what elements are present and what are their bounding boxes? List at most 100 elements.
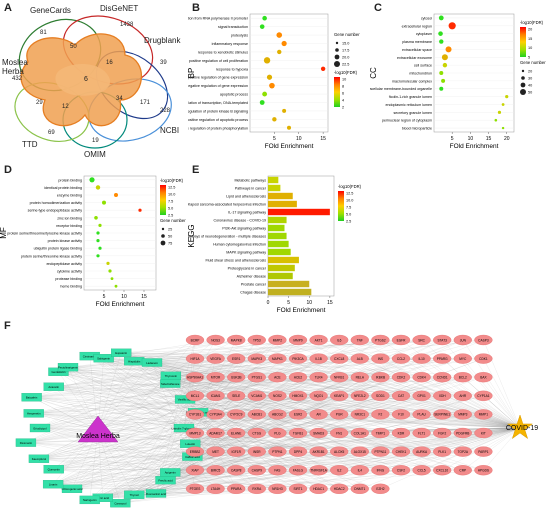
kegg-bar <box>268 185 280 191</box>
target-label: MAPK8 <box>231 338 242 342</box>
x-axis-label: FOld Enrichment <box>450 143 499 150</box>
term-label: MAPK signaling pathway <box>226 251 266 255</box>
legend-color-title: -log10(FDR) <box>338 184 362 189</box>
term-label: response to hypoxia <box>216 67 248 71</box>
term-label: inflammatory response <box>212 42 248 46</box>
enrichment-dot <box>89 177 94 182</box>
panel-label-b: B <box>192 2 200 14</box>
term-label: positive regulation of cell proliferatio… <box>189 59 248 63</box>
venn-label-genecards: GeneCards <box>30 6 71 15</box>
legend-colorbar <box>334 77 340 107</box>
target-label: PTPN1 <box>272 450 283 454</box>
term-label: mitochondrion <box>409 72 432 76</box>
compound-label: Carvacrol <box>114 501 126 505</box>
panel-label-e: E <box>192 164 199 176</box>
target-label: NQO1 <box>314 394 323 398</box>
target-label: CXCL10 <box>436 469 448 473</box>
target-label: ESR1 <box>232 357 241 361</box>
x-tick-label: 5 <box>287 300 290 306</box>
term-label: blood microparticle <box>402 127 432 131</box>
target-label: BCRP <box>191 338 200 342</box>
enrichment-dot <box>439 87 443 91</box>
target-label: SOD1 <box>376 394 385 398</box>
enrichment-dot <box>96 231 99 234</box>
legend-color-tick: 10.0 <box>168 193 175 197</box>
target-label: ALOX15 <box>354 450 366 454</box>
target-label: HSP90AA1 <box>187 376 203 380</box>
x-tick-label: 10 <box>306 300 312 306</box>
legend-color-tick: 2.5 <box>168 214 173 218</box>
target-label: MMP1 <box>479 413 488 417</box>
legend-color-tick: 10.0 <box>346 199 353 203</box>
enrichment-dot <box>111 277 114 280</box>
compound-label: Eriodictyol <box>34 426 47 430</box>
enrichment-dot <box>267 75 272 80</box>
target-label: MYC <box>459 357 467 361</box>
target-label: IL4 <box>358 469 363 473</box>
panel-b: B BPpositive regulation of transcription… <box>188 0 370 162</box>
target-label: MAPK3 <box>251 357 262 361</box>
venn-label-ttd: TTD <box>22 140 38 149</box>
term-label: serine-type endopeptidase activity <box>28 209 83 213</box>
term-label: positive regulation of transcription fro… <box>188 17 249 21</box>
bp-dot-plot: BPpositive regulation of transcription f… <box>188 0 370 162</box>
compound-label: Salvigenin <box>97 356 110 360</box>
legend-size-label: 75 <box>168 242 172 246</box>
legend-colorbar <box>520 27 526 57</box>
target-label: MAPK1 <box>272 357 283 361</box>
enrichment-dot <box>108 269 111 272</box>
legend-color-tick: 12.5 <box>168 186 175 190</box>
legend-size-dot <box>336 42 338 44</box>
enrichment-dot <box>505 95 508 98</box>
kegg-bar <box>268 225 285 231</box>
legend-color-tick: 5 <box>528 56 530 60</box>
legend-color-tick: 10 <box>342 78 346 82</box>
compound-label: Ferulic acid <box>158 478 173 482</box>
legend-color-tick: 2.5 <box>346 220 351 224</box>
panel-a: A GeneCards DisGeNET Drugblank NCBI OMIM… <box>0 0 190 165</box>
term-label: enzyme binding <box>57 194 82 198</box>
venn-label-moslea-herba: Moslea Herba <box>2 58 34 76</box>
target-label: ESR2 <box>294 413 303 417</box>
compound-label: Diosmetin <box>20 441 33 445</box>
term-label: Coronavirus disease - COVID-19 <box>213 219 266 223</box>
legend-colorbar <box>160 185 166 215</box>
term-label: receptor binding <box>56 224 82 228</box>
target-label: AKR1B1 <box>312 450 324 454</box>
legend-size-title: Gene number <box>334 32 360 37</box>
target-label: CSF2 <box>397 469 405 473</box>
term-label: heme binding <box>60 285 82 289</box>
term-label: response to xenobiotic stimulus <box>198 50 248 54</box>
compound-label: Luteolin <box>185 442 195 446</box>
target-label: COL1A1 <box>354 431 366 435</box>
term-label: apoptotic process <box>220 93 248 97</box>
x-tick-label: 15 <box>141 294 147 300</box>
venn-num-2: 1438 <box>120 22 133 28</box>
x-tick-label: 10 <box>121 294 127 300</box>
target-label: HIF1A <box>190 357 200 361</box>
enrichment-dot <box>264 57 270 63</box>
compound-label: Thymol <box>130 493 140 497</box>
legend-size-label: 20 <box>528 70 532 74</box>
term-label: Chagas disease <box>240 291 266 295</box>
target-label: HMOX1 <box>292 394 304 398</box>
enrichment-dot <box>276 32 282 38</box>
enrichment-dot <box>502 127 504 129</box>
x-tick-label: 0 <box>267 300 270 306</box>
term-label: cell surface <box>414 64 432 68</box>
target-label: KIT <box>481 431 486 435</box>
target-label: INS <box>378 357 383 361</box>
x-tick-label: 5 <box>273 136 276 142</box>
kegg-bar <box>268 249 291 255</box>
enrichment-dot <box>138 209 141 212</box>
compound-label: Sideritoflavone <box>161 382 180 386</box>
term-label: positive regulation of apoptotic process <box>188 118 248 122</box>
venn-num-11: 16 <box>106 60 113 66</box>
enrichment-dot <box>495 119 498 122</box>
target-label: IKBKB <box>376 376 385 380</box>
target-label: IFNG <box>377 469 385 473</box>
target-label: TOP2A <box>458 450 469 454</box>
y-axis-label: CC <box>370 67 378 79</box>
target-label: CYP2C9 <box>230 413 243 417</box>
